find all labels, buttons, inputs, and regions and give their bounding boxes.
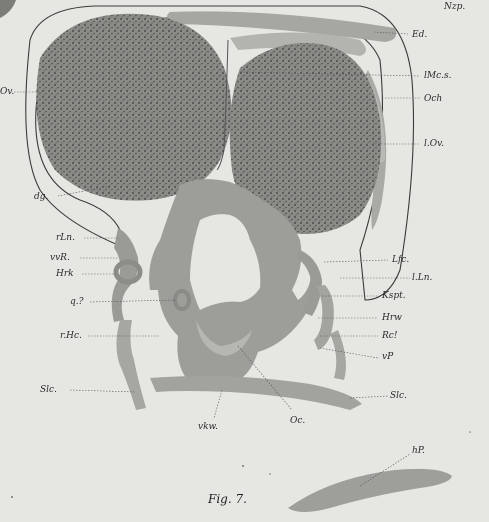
left-lower-limb: [116, 320, 146, 410]
label-vvr: vvR.: [50, 253, 70, 263]
label-rhc: r.Hc.: [60, 331, 82, 341]
figure-caption: Fig. 7.: [208, 492, 247, 506]
label-lov: l.Ov.: [424, 139, 444, 149]
label-rln: rLn.: [56, 233, 75, 243]
label-kspt: Kspt.: [382, 291, 406, 301]
label-oc: Oc.: [290, 416, 305, 426]
label-hrw: Hrw: [382, 313, 402, 323]
right-lower-limb: [330, 330, 346, 380]
label-lln: l.Ln.: [412, 273, 432, 283]
label-slc-left: Slc.: [40, 385, 57, 395]
label-lfc: Lfc.: [392, 255, 409, 265]
label-rc: Rc!: [382, 331, 397, 341]
label-dg: dg.: [34, 192, 48, 202]
corner-fragment: [0, 0, 16, 18]
label-vkw: vkw.: [198, 422, 218, 432]
label-och: Och: [424, 94, 442, 104]
label-slc-right: Slc.: [390, 391, 407, 401]
label-mcs: lMc.s.: [424, 71, 451, 81]
ventral-bar: [150, 376, 362, 410]
hp-body: [288, 469, 452, 512]
left-eye: [36, 14, 231, 201]
label-vp: vP: [382, 352, 393, 362]
label-hrk: Hrk: [56, 269, 74, 279]
label-hp: hP.: [412, 446, 425, 456]
label-nzp: Nzp.: [444, 2, 465, 12]
label-q: q.?: [70, 297, 83, 307]
label-ov-left: Ov.: [0, 87, 14, 97]
label-ed: Ed.: [412, 30, 427, 40]
